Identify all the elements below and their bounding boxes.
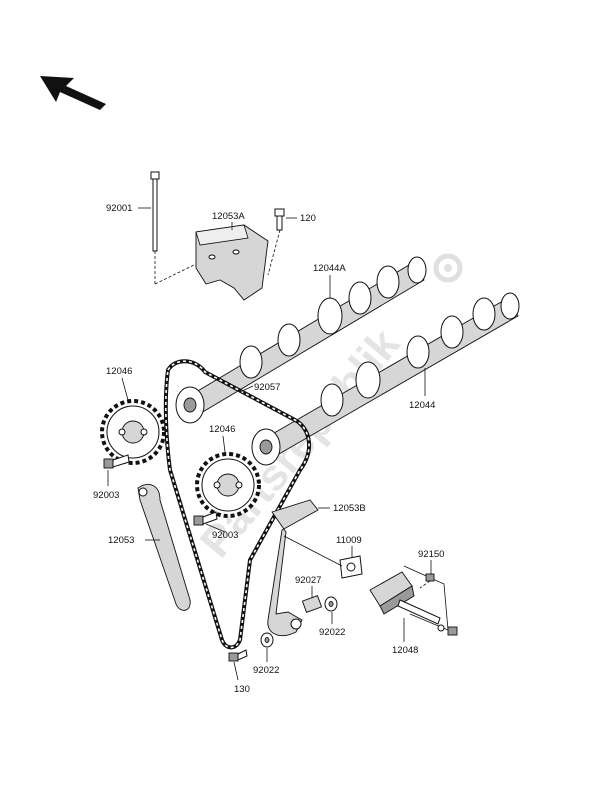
label-12048: 12048 — [392, 645, 418, 656]
chain-guide-12053 — [137, 484, 191, 611]
label-12046-upper: 12046 — [106, 366, 132, 377]
washer-92022-left — [260, 632, 274, 648]
long-bolt-92001 — [150, 171, 160, 284]
label-12053: 12053 — [108, 535, 134, 546]
label-12046-lower: 12046 — [209, 424, 235, 435]
label-92022-left: 92022 — [253, 665, 279, 676]
bolt-92150 — [419, 573, 435, 589]
camshaft-12044 — [251, 292, 520, 466]
label-92150: 92150 — [418, 549, 444, 560]
label-92003-left: 92003 — [93, 490, 119, 501]
label-12044: 12044 — [409, 400, 435, 411]
label-92001: 92001 — [106, 203, 132, 214]
cam-sprocket-12046-right — [195, 452, 261, 518]
sprocket-bolt-92003-right — [193, 511, 218, 526]
label-11009: 11009 — [336, 535, 362, 546]
camshaft-12044A — [175, 256, 427, 424]
front-direction-arrow-icon — [40, 76, 106, 110]
bolt-120 — [267, 208, 285, 276]
cam-sprocket-12046-left — [100, 399, 166, 465]
chain-tensioner-12048 — [369, 565, 449, 631]
label-92057: 92057 — [254, 382, 280, 393]
washer-92022-right — [324, 596, 338, 612]
chain-guide-bracket-12053A — [154, 224, 269, 301]
leader-lines — [107, 207, 432, 681]
label-12053A: 12053A — [212, 211, 245, 222]
cam-chain-92057 — [163, 359, 312, 650]
chain-tensioner-guide-12053B — [267, 499, 319, 636]
label-92022-right: 92022 — [319, 627, 345, 638]
collar-92027 — [301, 595, 323, 613]
watermark-gear-icon — [433, 253, 463, 283]
label-120: 120 — [300, 213, 316, 224]
label-12044A: 12044A — [313, 263, 346, 274]
label-92027: 92027 — [295, 575, 321, 586]
bolt-130 — [228, 649, 248, 662]
tensioner-bolt — [437, 624, 458, 636]
label-12053B: 12053B — [333, 503, 366, 514]
label-92003-right: 92003 — [212, 530, 238, 541]
label-130: 130 — [234, 684, 250, 695]
gasket-11009 — [339, 555, 363, 579]
part-labels: 92001 12053A 120 12044A 12046 92057 1204… — [93, 203, 444, 695]
sprocket-bolt-92003-left — [103, 454, 130, 469]
